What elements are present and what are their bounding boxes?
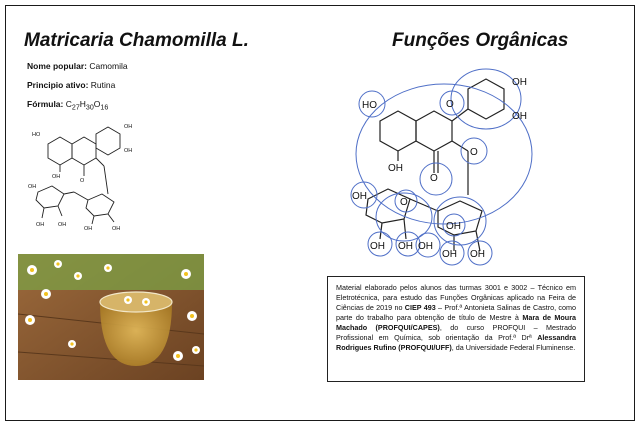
popular-name-line: Nome popular: Camomila — [27, 61, 128, 71]
oh-label-2: OH — [512, 111, 527, 122]
small-oh-label-2: OH — [124, 148, 132, 154]
rutin-structure-annotated: HO OH OH O O OH O OH O OH OH OH OH OH OH — [350, 68, 533, 266]
ho-label: HO — [362, 100, 377, 111]
formula-value: C27H30O16 — [65, 99, 109, 112]
active-principle-label: Principio ativo: — [27, 80, 89, 90]
rutin-structure-small: HO OH OH OH O OH OH OH OH OH — [28, 124, 132, 232]
oh-label-1: OH — [512, 77, 527, 88]
active-principle-value: Rutina — [90, 80, 116, 90]
species-title: Matricaria Chamomilla L. — [24, 30, 249, 51]
organic-functions-title: Funções Orgânicas — [392, 30, 569, 51]
small-oh-label-7: OH — [84, 226, 92, 232]
o-label-keto: O — [430, 173, 438, 184]
oh-label-4: OH — [352, 191, 367, 202]
small-oh-label-5: OH — [36, 222, 44, 228]
formula-line: Fórmula: C27H30O16 — [27, 99, 108, 112]
small-ho-label: HO — [32, 132, 41, 138]
o-label-ether: O — [470, 147, 478, 158]
credits-box: Material elaborado pelos alunos das turm… — [327, 276, 585, 382]
small-oh-label-1: OH — [124, 124, 132, 130]
small-oh-label-4: OH — [28, 184, 36, 190]
small-oh-label-6: OH — [58, 222, 66, 228]
oh-label-8: OH — [446, 221, 461, 232]
chamomile-tea-photo — [18, 254, 204, 380]
small-o-label: O — [80, 178, 85, 184]
popular-name-value: Camomila — [89, 61, 128, 71]
o-label-sugar-1: O — [400, 197, 408, 208]
small-oh-label-8: OH — [112, 226, 120, 232]
oh-label-6: OH — [398, 241, 413, 252]
oh-label-5: OH — [370, 241, 385, 252]
small-oh-label-3: OH — [52, 174, 60, 180]
popular-name-label: Nome popular: — [27, 61, 87, 71]
active-principle-line: Principio ativo: Rutina — [27, 80, 115, 90]
formula-label: Fórmula: — [27, 99, 64, 109]
oh-label-3: OH — [388, 163, 403, 174]
oh-label-10: OH — [470, 249, 485, 260]
oh-label-7: OH — [418, 241, 433, 252]
oh-label-9: OH — [442, 249, 457, 260]
o-label-ring: O — [446, 99, 454, 110]
